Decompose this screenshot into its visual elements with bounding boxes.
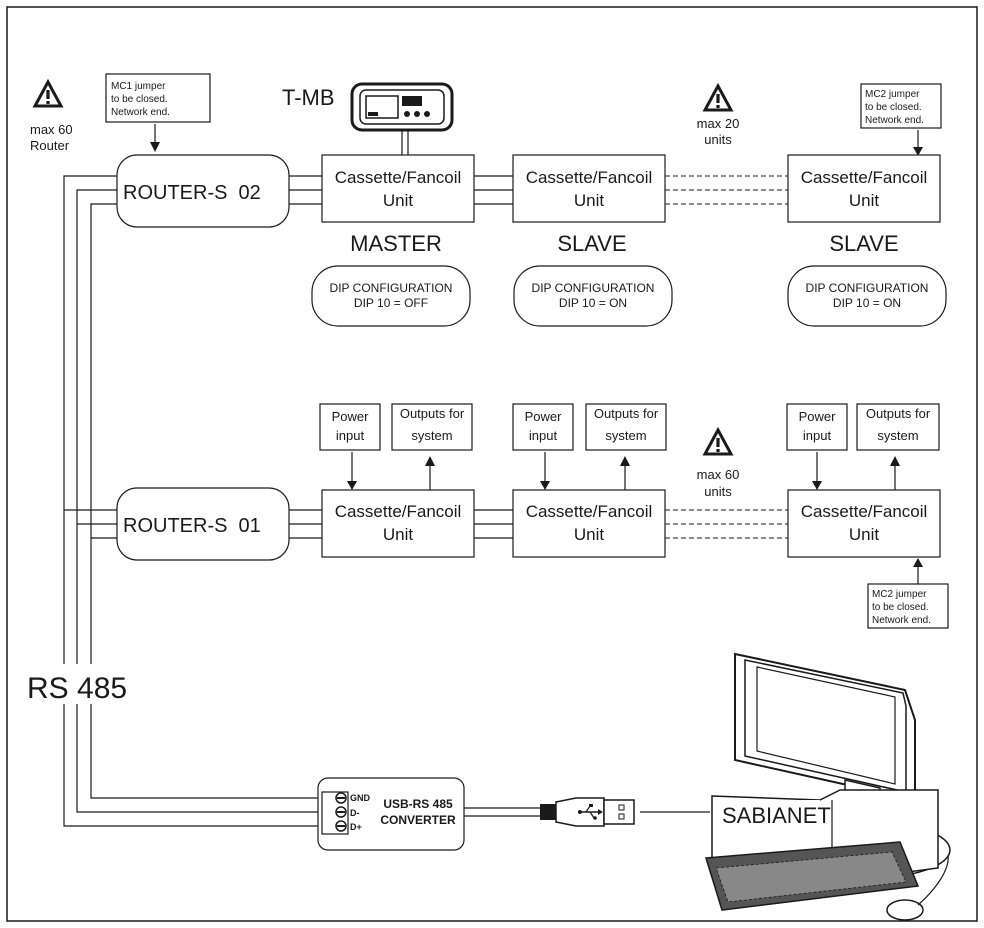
bottom-unit-2	[512, 489, 666, 558]
top-unit-2-dip-box	[513, 265, 673, 327]
arrow-down-icon	[812, 481, 822, 490]
pin-d-minus: D-	[350, 808, 360, 818]
top-unit-1-dip-line1: DIP CONFIGURATION	[330, 281, 453, 295]
top-unit-master	[321, 154, 475, 223]
router-s-02-label: ROUTER-S 02	[123, 182, 261, 204]
mc2-note-top-line2: to be closed.	[865, 102, 922, 113]
warn-units-20-line1: max 20	[697, 116, 740, 131]
arrow-up-icon	[890, 456, 900, 466]
bottom-unit-2-line1: Cassette/Fancoil	[526, 502, 653, 521]
top-unit-1-line2: Unit	[383, 191, 414, 210]
top-unit-slave-2	[787, 154, 941, 223]
pc-label: SABIANET	[722, 803, 831, 828]
mc1-note-line2: to be closed.	[111, 94, 168, 105]
top-unit-3-dip-line1: DIP CONFIGURATION	[806, 281, 929, 295]
top-unit-3-line2: Unit	[849, 191, 880, 210]
top-unit-2-dip-line2: DIP 10 = ON	[559, 296, 627, 310]
top-unit-2-role: SLAVE	[557, 231, 626, 256]
arrow-down-icon	[347, 481, 357, 490]
diagram-frame	[6, 6, 978, 922]
mc1-note-box	[105, 73, 211, 123]
arrow-up-icon	[425, 456, 435, 466]
bottom-unit-1-outputs-line1: Outputs for	[400, 406, 465, 421]
bottom-unit-2-power-line2: input	[529, 428, 558, 443]
mc1-note-line1: MC1 jumper	[111, 81, 166, 92]
warn-router-line1: max 60	[30, 122, 73, 137]
mc2-note-top-line1: MC2 jumper	[865, 89, 920, 100]
top-unit-2-line2: Unit	[574, 191, 605, 210]
bottom-unit-2-power-line1: Power	[525, 409, 563, 424]
warn-units-20-line2: units	[704, 132, 732, 147]
top-unit-1-dip-line2: DIP 10 = OFF	[354, 296, 428, 310]
mc2-note-bottom-line3: Network end.	[872, 615, 931, 626]
arrow-up-icon	[913, 558, 923, 567]
pin-gnd: GND	[350, 793, 371, 803]
top-unit-1-line1: Cassette/Fancoil	[335, 168, 462, 187]
bottom-unit-3-outputs-box	[856, 403, 940, 451]
pin-d-plus: D+	[350, 822, 362, 832]
bottom-unit-3-line2: Unit	[849, 525, 880, 544]
mc2-note-top-line3: Network end.	[865, 115, 924, 126]
arrow-down-icon	[150, 142, 160, 152]
mc2-note-bottom-box	[867, 583, 949, 629]
top-unit-slave-1	[512, 154, 666, 223]
bottom-unit-3-power-line2: input	[803, 428, 832, 443]
tmb-label: T-MB	[282, 85, 335, 110]
converter-line1: USB-RS 485	[383, 797, 453, 811]
usb-rs485-converter	[317, 777, 465, 851]
rs485-label: RS 485	[27, 672, 127, 705]
top-unit-3-line1: Cassette/Fancoil	[801, 168, 928, 187]
terminal-block-icon	[321, 791, 349, 835]
bottom-unit-3-power-line1: Power	[799, 409, 837, 424]
warn-units-60-line2: units	[704, 484, 732, 499]
bottom-unit-2-outputs-box	[585, 403, 667, 451]
usb-plug-icon	[540, 797, 635, 827]
arrow-down-icon	[913, 147, 923, 156]
bottom-unit-3	[787, 489, 941, 558]
top-unit-2-line1: Cassette/Fancoil	[526, 168, 653, 187]
bottom-unit-1-power-box	[319, 403, 381, 451]
bottom-unit-3-line1: Cassette/Fancoil	[801, 502, 928, 521]
bottom-unit-3-outputs-line2: system	[877, 428, 918, 443]
warn-units-60-line1: max 60	[697, 467, 740, 482]
top-unit-3-dip-line2: DIP 10 = ON	[833, 296, 901, 310]
mc2-note-top-box	[860, 83, 942, 129]
bottom-unit-2-outputs-line2: system	[605, 428, 646, 443]
warning-icon	[702, 82, 734, 112]
bottom-unit-2-line2: Unit	[574, 525, 605, 544]
bottom-unit-1-line1: Cassette/Fancoil	[335, 502, 462, 521]
bottom-unit-2-outputs-line1: Outputs for	[594, 406, 659, 421]
bottom-unit-3-outputs-line1: Outputs for	[866, 406, 931, 421]
mc2-note-bottom-line2: to be closed.	[872, 602, 929, 613]
computer-icon	[705, 652, 951, 921]
mc2-note-bottom-line1: MC2 jumper	[872, 589, 927, 600]
mc1-note-line3: Network end.	[111, 107, 170, 118]
top-unit-3-role: SLAVE	[829, 231, 898, 256]
bottom-unit-3-power-box	[786, 403, 848, 451]
top-unit-1-role: MASTER	[350, 231, 442, 256]
bottom-unit-1-power-line2: input	[336, 428, 365, 443]
router-s-01-label: ROUTER-S 01	[123, 515, 261, 537]
top-unit-3-dip-box	[787, 265, 947, 327]
router-s-02	[116, 154, 290, 228]
bottom-unit-1-line2: Unit	[383, 525, 414, 544]
bottom-unit-2-power-box	[512, 403, 574, 451]
warning-icon	[32, 78, 64, 108]
converter-line2: CONVERTER	[380, 813, 456, 827]
bottom-unit-1-outputs-box	[391, 403, 473, 451]
tmb-device-icon	[350, 82, 454, 155]
top-unit-1-dip-box	[311, 265, 471, 327]
bottom-unit-1	[321, 489, 475, 558]
arrow-up-icon	[620, 456, 630, 466]
top-unit-2-dip-line1: DIP CONFIGURATION	[532, 281, 655, 295]
warning-icon	[702, 426, 734, 456]
bottom-unit-1-outputs-line2: system	[411, 428, 452, 443]
bottom-unit-1-power-line1: Power	[332, 409, 370, 424]
rs485-bus-wires	[63, 175, 322, 827]
arrow-down-icon	[540, 481, 550, 490]
warn-router-line2: Router	[30, 138, 70, 153]
